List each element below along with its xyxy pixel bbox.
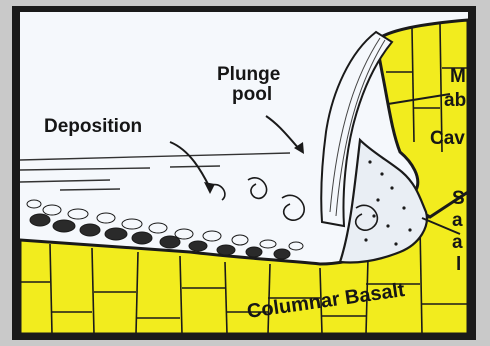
right-label-top-2: ab	[444, 90, 466, 111]
diagram-svg: Plunge pool Deposition Columnar Basalt M…	[20, 12, 468, 334]
right-label-lower-3: a	[452, 232, 463, 253]
waterfall-diagram: Plunge pool Deposition Columnar Basalt M…	[20, 12, 468, 334]
deposition-label: Deposition	[44, 116, 142, 137]
right-label-lower-2: a	[452, 210, 463, 231]
plunge-pool-label-2: pool	[232, 84, 272, 105]
right-label-lower-4: l	[456, 254, 461, 275]
image-frame: Plunge pool Deposition Columnar Basalt M…	[12, 6, 476, 340]
plunge-pool-label-1: Plunge	[217, 64, 280, 85]
right-label-lower-1: S	[452, 188, 465, 209]
cave-label: Cav	[430, 128, 465, 149]
right-label-top-1: M	[450, 66, 466, 87]
